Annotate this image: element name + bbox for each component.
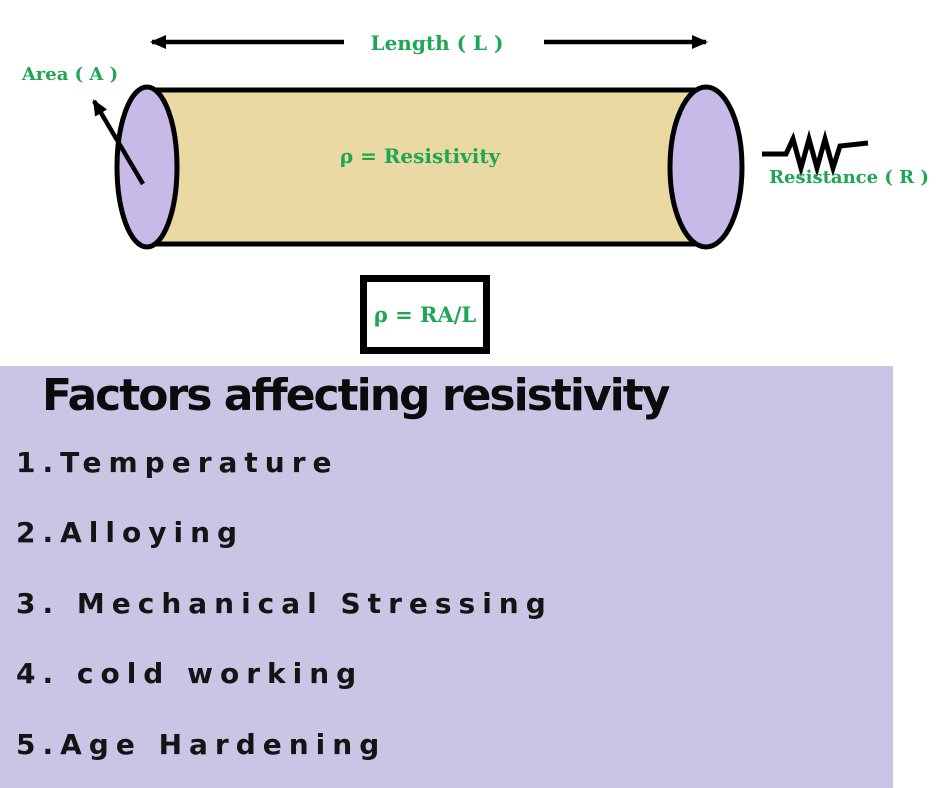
area-label: Area ( A ) xyxy=(21,64,119,85)
factors-title: Factors affecting resistivity xyxy=(42,370,670,421)
factor-item-temperature: 1.Temperature xyxy=(16,446,339,479)
cylinder-end-right xyxy=(667,84,745,250)
factor-item-alloying: 2.Alloying xyxy=(16,516,245,549)
resistivity-label: ρ = Resistivity xyxy=(339,144,501,168)
cylinder-end-left xyxy=(114,84,180,250)
factor-item-age-hardening: 5.Age Hardening xyxy=(16,728,387,761)
factor-item-cold-working: 4. cold working xyxy=(16,657,364,690)
resistance-label: Resistance ( R ) xyxy=(769,167,929,188)
formula-box: ρ = RA/L xyxy=(360,275,490,354)
cylinder-graphic xyxy=(92,35,869,250)
area-arrow-icon xyxy=(92,99,145,186)
formula-text: ρ = RA/L xyxy=(373,302,477,327)
factor-item-mechanical-stressing: 3. Mechanical Stressing xyxy=(16,587,553,620)
factors-panel: Factors affecting resistivity 1.Temperat… xyxy=(0,366,893,788)
resistor-symbol-icon xyxy=(762,129,869,178)
length-label: Length ( L ) xyxy=(370,31,504,55)
cylinder-body xyxy=(147,87,706,247)
